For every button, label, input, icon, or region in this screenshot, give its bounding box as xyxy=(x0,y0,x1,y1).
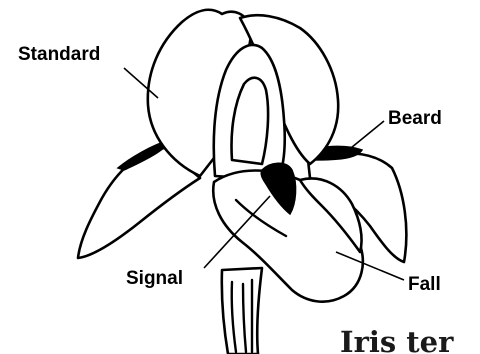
caption-text: Iris ter xyxy=(340,325,454,354)
beard-label: Beard xyxy=(388,108,442,129)
iris-stem xyxy=(222,268,262,354)
fall-label: Fall xyxy=(408,274,441,295)
signal-label: Signal xyxy=(126,268,183,289)
standard-label: Standard xyxy=(18,44,100,65)
